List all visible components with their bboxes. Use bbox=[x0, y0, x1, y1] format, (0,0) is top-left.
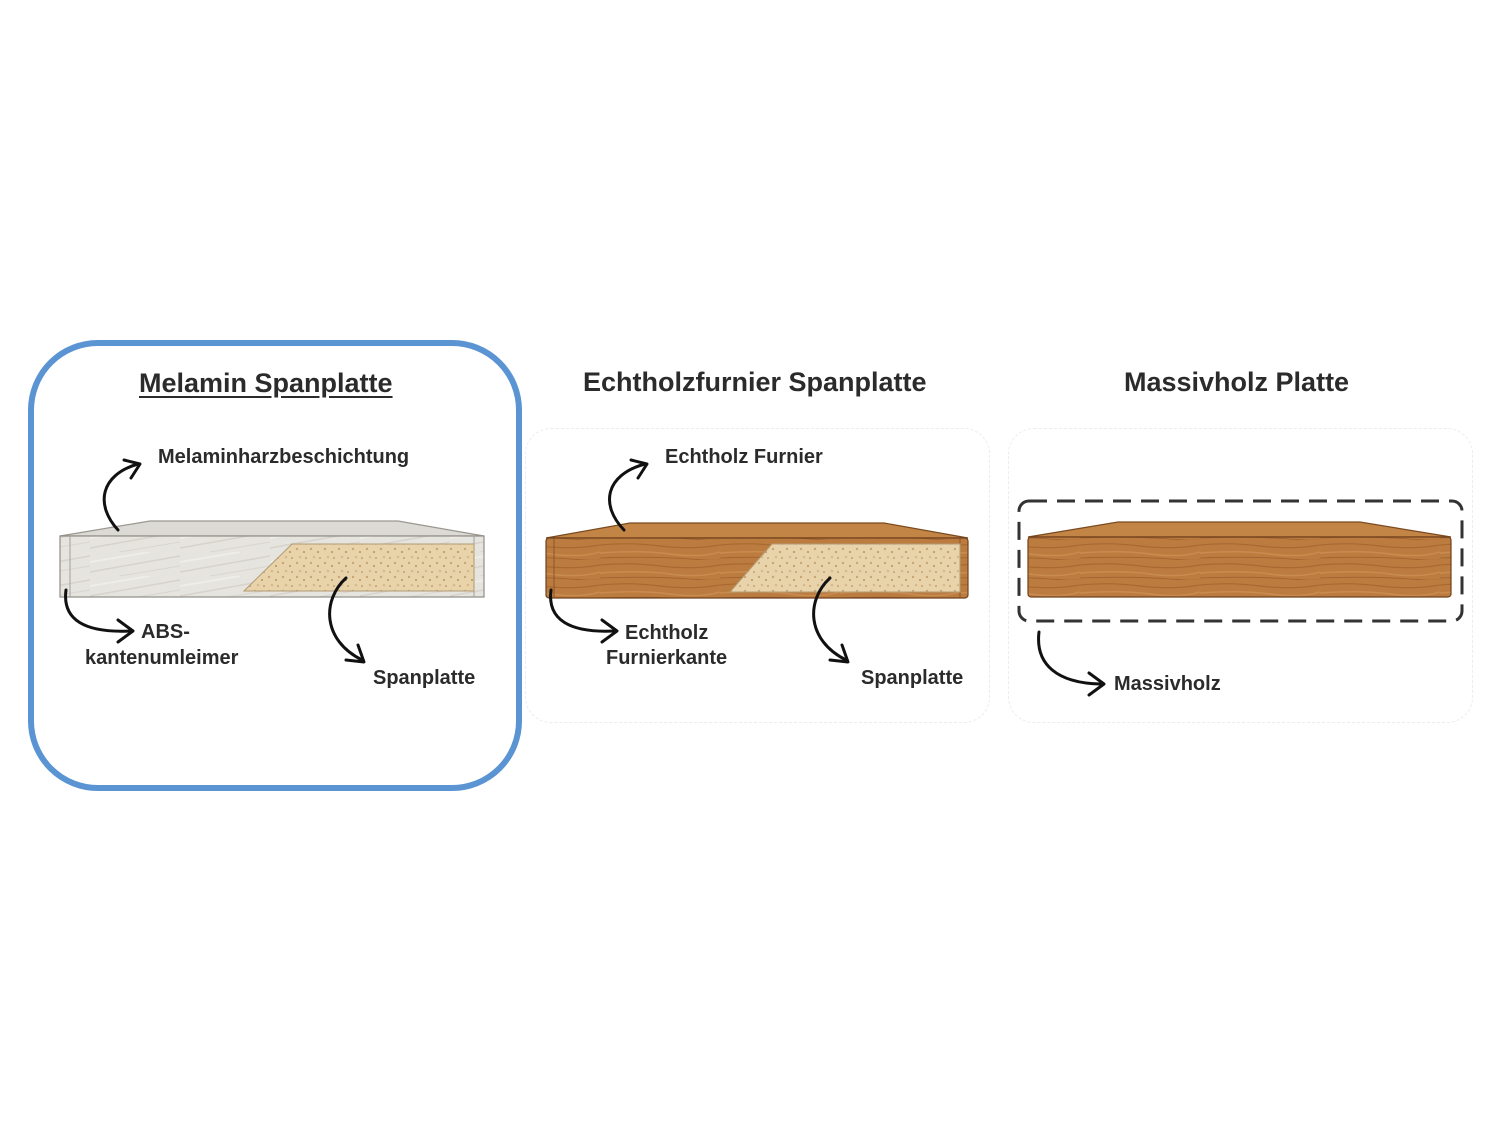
label-veneer-edge-line1: Echtholz bbox=[625, 622, 709, 644]
label-solid-wood: Massivholz bbox=[1114, 673, 1221, 695]
option-card-melamin[interactable] bbox=[28, 340, 522, 791]
label-coating: Melaminharzbeschichtung bbox=[158, 446, 410, 468]
option-card-echtholzfurnier[interactable] bbox=[525, 428, 990, 723]
label-veneer: Echtholz Furnier bbox=[665, 446, 823, 468]
label-core: Spanplatte bbox=[861, 667, 964, 689]
option-title-echtholzfurnier[interactable]: Echtholzfurnier Spanplatte bbox=[583, 367, 927, 397]
option-title-melamin[interactable]: Melamin Spanplatte bbox=[139, 368, 393, 398]
label-core: Spanplatte bbox=[373, 667, 476, 689]
label-edge-line1: ABS- bbox=[141, 621, 190, 643]
label-edge-line2: kantenumleimer bbox=[85, 647, 239, 669]
option-card-massivholz[interactable] bbox=[1008, 428, 1473, 723]
label-veneer-edge-line2: Furnierkante bbox=[606, 647, 728, 669]
option-title-massivholz[interactable]: Massivholz Platte bbox=[1124, 367, 1350, 397]
